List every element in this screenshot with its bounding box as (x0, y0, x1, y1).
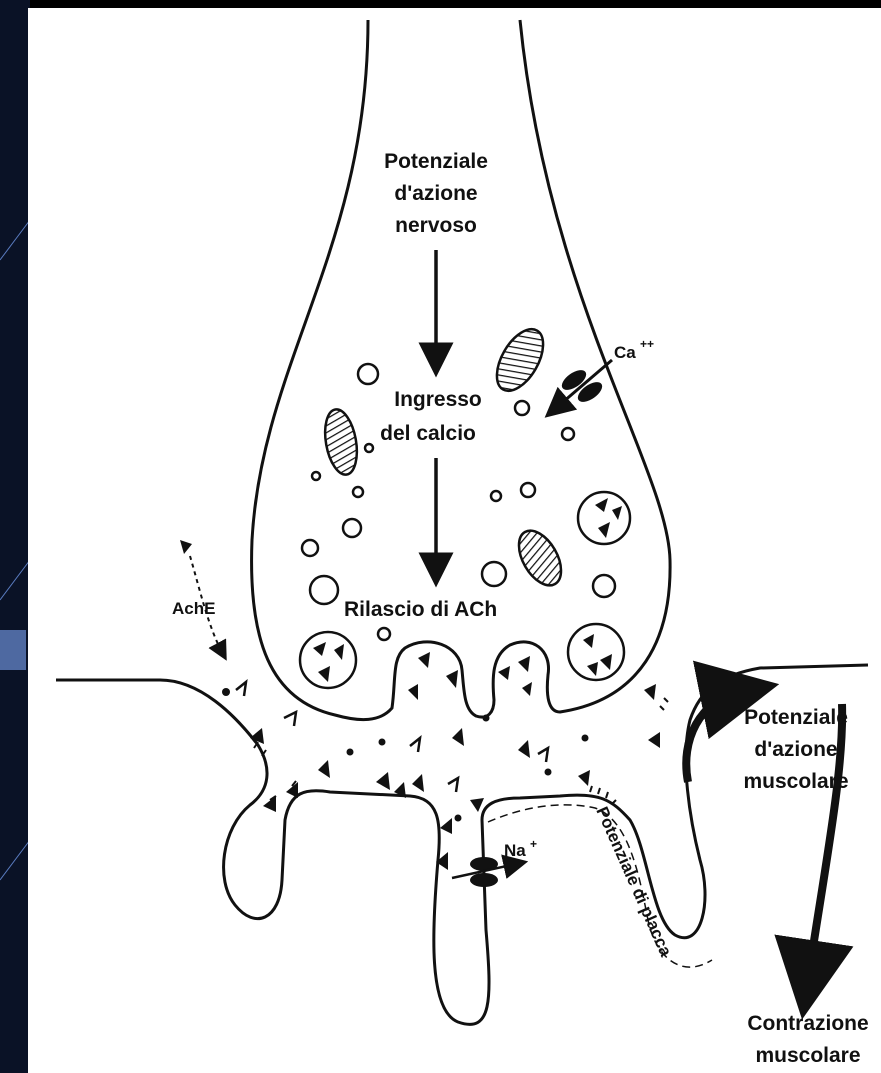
label-nerve-action-potential: Potenziale d'azione nervoso (384, 150, 488, 237)
muscle-ap-line3: muscolare (743, 770, 848, 793)
muscle-ap-line1: Potenziale (744, 706, 848, 729)
na-charge: + (530, 837, 537, 851)
ca-charge: ++ (640, 337, 654, 351)
nerve-ap-line1: Potenziale (384, 150, 488, 173)
calcium-line2: del calcio (380, 422, 476, 445)
calcium-line1: Ingresso (394, 388, 482, 411)
muscle-ap-line2: d'azione (754, 738, 837, 761)
label-muscle-action-potential: Potenziale d'azione muscolare (743, 706, 848, 793)
label-ach-release: Rilascio di ACh (344, 598, 497, 621)
nerve-ap-line3: nervoso (395, 214, 477, 237)
contraction-line1: Contrazione (747, 1012, 868, 1035)
nerve-ap-line2: d'azione (394, 182, 477, 205)
ca-ion: Ca (614, 343, 636, 362)
na-ion: Na (504, 841, 526, 860)
label-ache: AchE (172, 599, 215, 618)
contraction-line2: muscolare (755, 1044, 860, 1067)
